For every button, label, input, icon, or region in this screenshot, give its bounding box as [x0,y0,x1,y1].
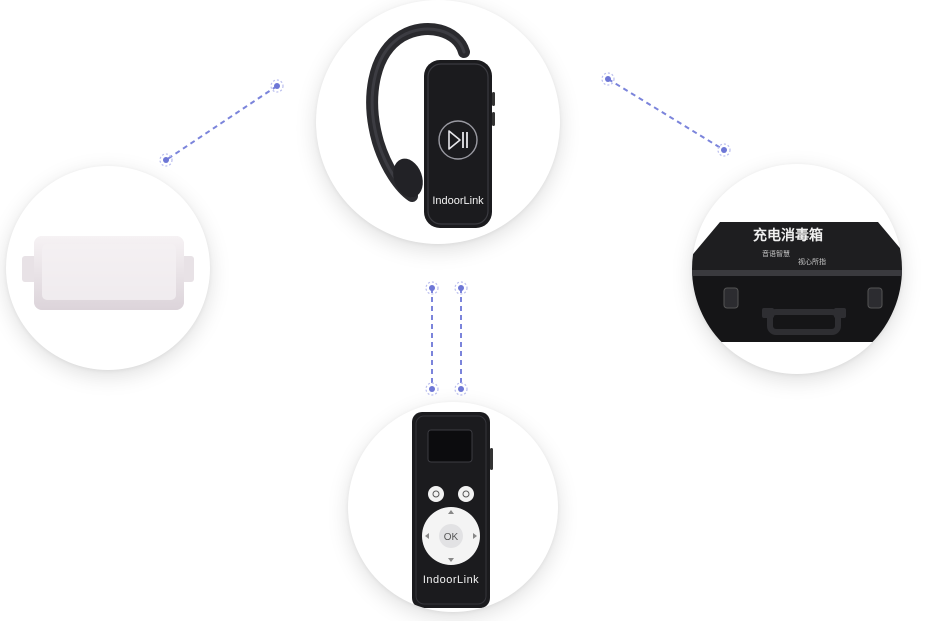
remote-illustration: OK IndoorLink [412,412,493,608]
tag-product-circle [6,166,210,370]
connector-earpiece-case [601,72,731,157]
remote-product-circle: OK IndoorLink [348,402,558,612]
top-left-key-icon [428,486,444,502]
top-right-key-icon [458,486,474,502]
screen-icon [427,429,473,463]
remote-brand-label: IndoorLink [423,574,479,586]
earpiece-illustration: IndoorLink [366,23,495,228]
case-product-circle: 充电消毒箱 音语智慧 视心所指 [692,164,902,374]
remote-ok-label: OK [444,532,459,543]
dpad-icon [422,507,480,565]
tag-illustration [22,236,194,310]
connector-earpiece-remote [425,281,468,396]
case-title: 充电消毒箱 [753,227,823,243]
earpiece-brand-label: IndoorLink [432,195,484,207]
case-illustration: 充电消毒箱 音语智慧 视心所指 [692,222,902,342]
connector-earpiece-tag [159,79,284,167]
case-tagline-1: 音语智慧 [762,249,790,258]
case-tagline-2: 视心所指 [798,257,826,266]
play-pause-icon [438,120,478,160]
earpiece-product-circle: IndoorLink [316,0,560,244]
